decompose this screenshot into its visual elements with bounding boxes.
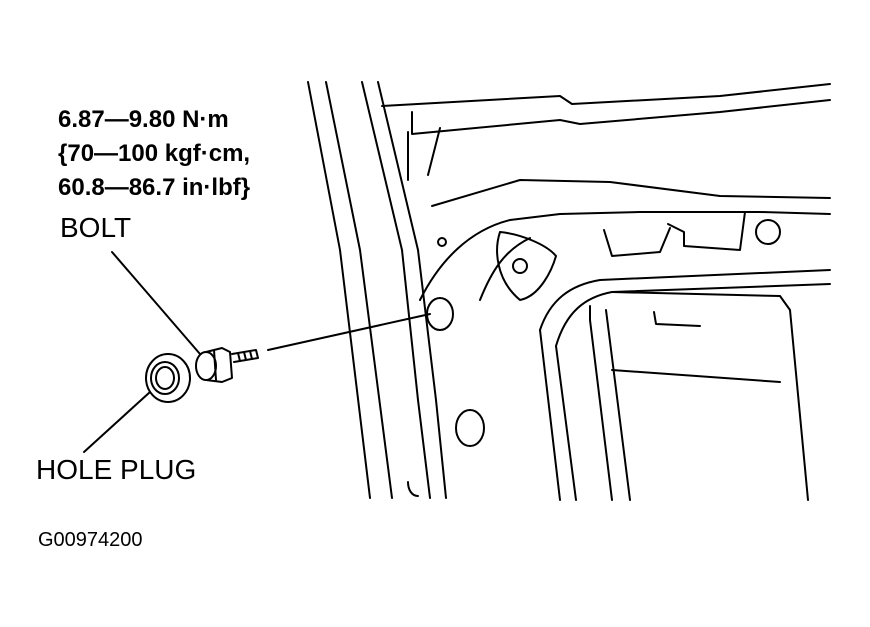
bolt-leader-line — [112, 252, 200, 354]
upper-right-bracket — [604, 212, 780, 256]
torque-specification: 6.87—9.80 N·m {70—100 kgf·cm, 60.8—86.7 … — [58, 108, 250, 210]
torque-kgfcm: {70—100 kgf·cm, — [58, 140, 251, 167]
inner-panel-opening — [420, 212, 830, 500]
install-leader-line — [268, 314, 430, 350]
panel-holes — [408, 238, 484, 496]
torque-inlbf: 60.8—86.7 in·lbf} — [58, 174, 251, 201]
hole-plug-icon — [146, 354, 190, 402]
hole-plug-leader-line — [84, 392, 150, 452]
mounting-bracket — [497, 232, 556, 300]
figure-id: G00974200 — [38, 529, 143, 551]
small-hole — [438, 238, 446, 246]
hole-plug-label: HOLE PLUG — [36, 454, 197, 485]
bolt-icon — [196, 348, 258, 382]
bolt-label: BOLT — [60, 212, 132, 243]
lower-hole — [456, 410, 484, 446]
inner-edge — [432, 180, 830, 206]
upper-reinforcement — [382, 84, 830, 180]
torque-nm: 6.87—9.80 N·m — [58, 106, 229, 133]
door-pillar — [308, 82, 446, 498]
